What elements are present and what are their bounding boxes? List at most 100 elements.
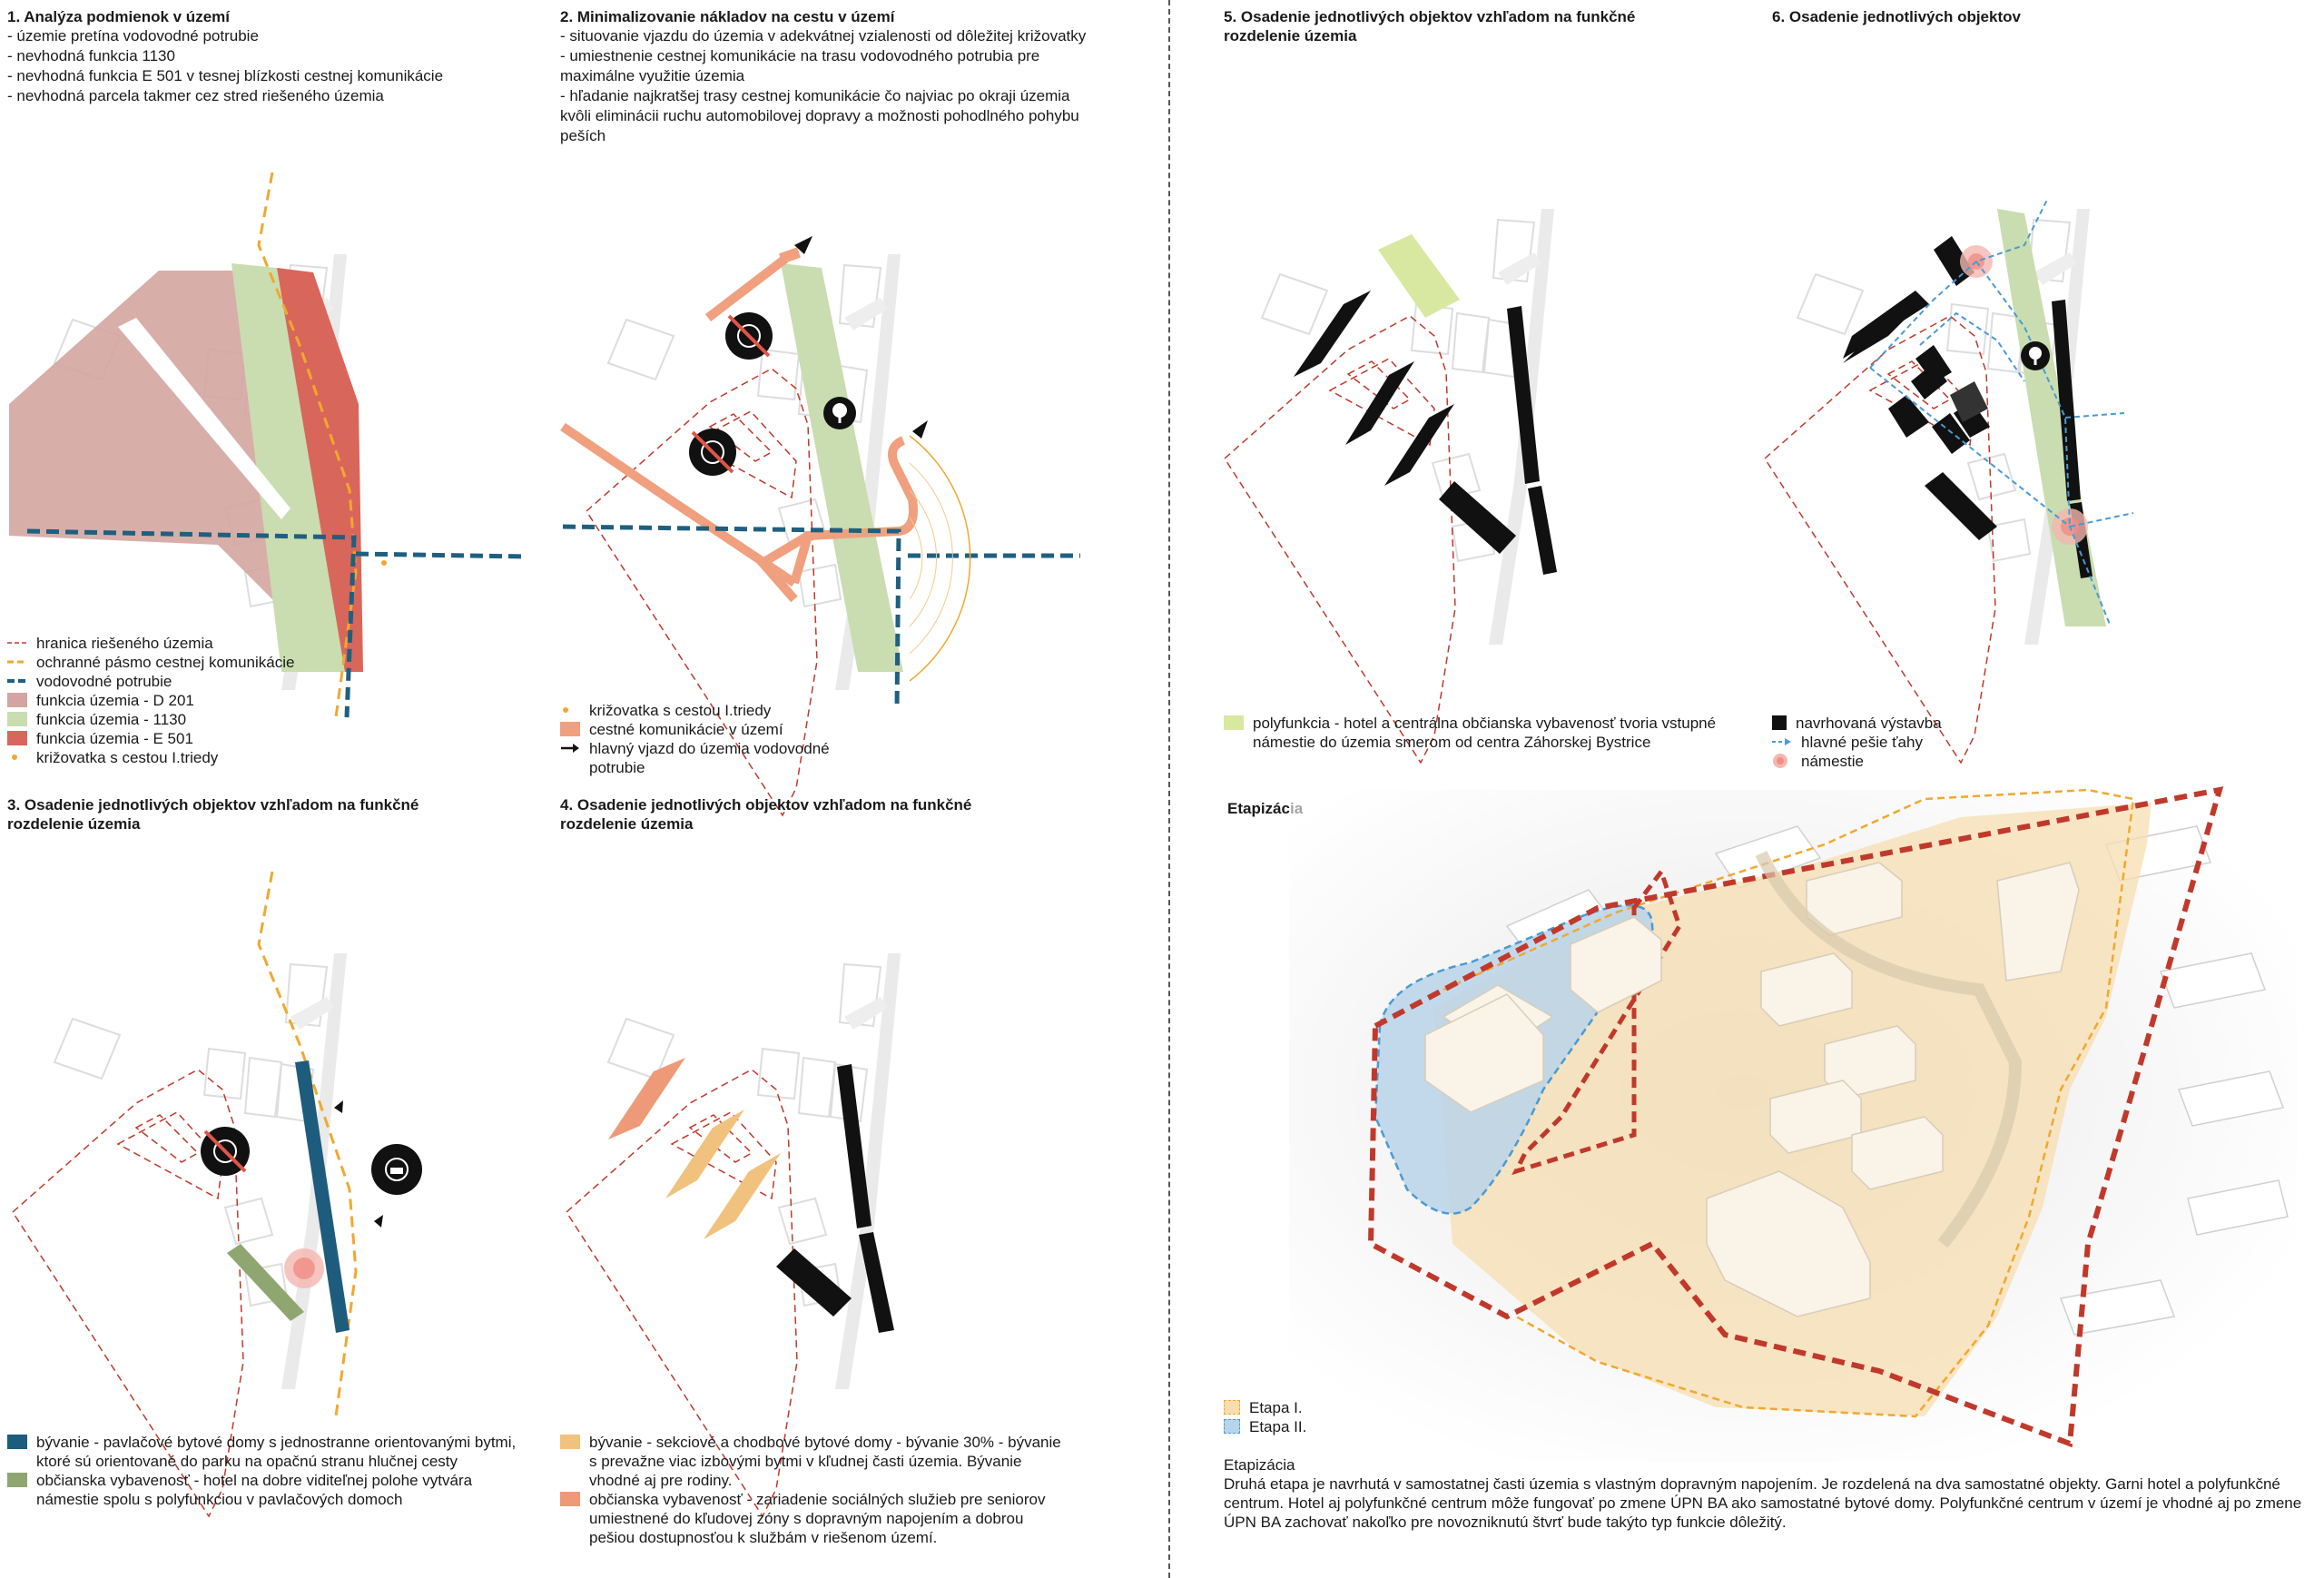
crossroad-distance-arc <box>909 517 923 600</box>
swatch-icon <box>560 722 580 736</box>
section-housing-block <box>704 1153 781 1239</box>
tree-icon <box>2021 341 2050 370</box>
apartment-block <box>776 1248 852 1317</box>
vertical-divider <box>1168 0 1170 1578</box>
apartment-block <box>859 1232 894 1333</box>
panel-2-map <box>560 236 1080 816</box>
site-boundary <box>1367 786 2224 1448</box>
apartment-block <box>1294 291 1371 377</box>
panel-1: 1. Analýza podmienok v území - územie pr… <box>7 7 534 106</box>
panel-2-legend: križovatka s cestou I.triedy cestné komu… <box>560 701 832 777</box>
apartment-block <box>1528 486 1557 575</box>
legend-item-pipe: vodovodné potrubie <box>7 672 334 691</box>
no-traffic-icon <box>725 312 773 360</box>
panel-2-line: - umiestnenie cestnej komunikácie na tra… <box>560 47 1040 84</box>
legend-item-stage-1: Etapa I. <box>1224 1398 1405 1417</box>
water-pipe-east <box>355 551 527 559</box>
no-traffic-icon <box>201 1127 250 1176</box>
gallery-housing-block <box>295 1060 350 1333</box>
legend-item-d201: funkcia územia - D 201 <box>7 691 334 710</box>
legend-item-crossroad: križovatka s cestou I.triedy <box>7 748 334 767</box>
panel-3-title: 3. Osadenie jednotlivých objektov vzhľad… <box>7 796 419 833</box>
legend-item-crossroad: križovatka s cestou I.triedy <box>560 701 832 720</box>
panel-5-map <box>1224 208 1557 764</box>
zone-e501 <box>277 268 363 672</box>
panel-2-line: - hľadanie najkratšej trasy cestnej komu… <box>560 87 1079 144</box>
apartment-block <box>1843 291 1929 359</box>
panel-3: 3. Osadenie jednotlivých objektov vzhľad… <box>7 795 497 833</box>
dashed-arrow-icon <box>1772 738 1791 745</box>
apartment-block <box>1925 472 1997 540</box>
legend-item-roads: cestné komunikácie v území <box>560 720 832 739</box>
entry-arrow-icon <box>794 236 812 254</box>
panel-2: 2. Minimalizovanie nákladov na cestu v ú… <box>560 7 1105 146</box>
internal-road <box>1755 851 2023 1248</box>
dashed-line-icon <box>7 679 27 683</box>
panel-6-legend: navrhovaná výstavba hlavné pešie ťahy ná… <box>1772 714 2099 771</box>
etapizacia-title: Etapizácia <box>1227 800 1304 817</box>
swatch-icon <box>1772 715 1787 730</box>
panel-4: 4. Osadenie jednotlivých objektov vzhľad… <box>560 795 1050 833</box>
panel-3-map <box>12 871 422 1517</box>
no-traffic-icon <box>689 429 736 476</box>
existing-block <box>1950 381 1988 422</box>
pedestrian-routes <box>1869 199 2134 627</box>
swatch-icon <box>7 731 27 745</box>
swatch-icon <box>560 1492 580 1506</box>
apartment-block <box>1932 413 1970 454</box>
road-branch-south <box>755 531 811 603</box>
panel-6-map <box>1764 199 2134 764</box>
apartment-block <box>1888 395 1929 438</box>
arrow-right-icon <box>561 744 579 753</box>
etapizacia-legend: Etapa I. Etapa II. <box>1224 1398 1405 1436</box>
panel-2-title: 2. Minimalizovanie nákladov na cestu v ú… <box>560 8 895 25</box>
panel-1-line: - územie pretína vodovodné potrubie <box>7 27 259 44</box>
etapizacia-text-title: Etapizácia <box>1224 1456 1295 1474</box>
hotel-block <box>227 1244 304 1321</box>
dot-icon <box>563 707 568 713</box>
legend-item-protective: ochranné pásmo cestnej komunikácie <box>7 653 334 672</box>
swatch-icon <box>1224 1419 1240 1434</box>
legend-item-1130: funkcia územia - 1130 <box>7 710 334 729</box>
road-main <box>790 436 918 585</box>
legend-item-stage-2: Etapa II. <box>1224 1417 1405 1436</box>
crossroad-distance-arc <box>909 435 971 682</box>
polyfunction-block <box>1378 234 1460 318</box>
apartment-block <box>1345 361 1414 445</box>
arrow-icon <box>334 1100 343 1113</box>
arrow-icon <box>374 1215 383 1228</box>
apartment-block <box>1507 306 1540 484</box>
legend-item-hotel: občianska vybavenosť - hotel na dobre vi… <box>7 1471 534 1509</box>
square-marker-icon <box>1773 754 1787 768</box>
water-pipe <box>26 528 357 718</box>
panel-1-line: - nevhodná parcela takmer cez stred rieš… <box>7 87 384 104</box>
panel-6-title: 6. Osadenie jednotlivých objektov <box>1772 8 2021 25</box>
swatch-icon <box>7 693 27 707</box>
panel-5: 5. Osadenie jednotlivých objektov vzhľad… <box>1224 7 1678 45</box>
panel-1-title: 1. Analýza podmienok v území <box>7 8 230 25</box>
legend-item-built: navrhovaná výstavba <box>1772 714 2099 733</box>
swatch-icon <box>560 1435 580 1449</box>
stage-divider-boundary <box>1512 866 1682 1176</box>
legend-item-e501: funkcia územia - E 501 <box>7 729 334 748</box>
protective-zone-line <box>257 871 358 1417</box>
dashed-line-icon <box>7 660 27 664</box>
section-housing-block <box>665 1110 744 1198</box>
panel-1-line: - nevhodná funkcia 1130 <box>7 47 175 64</box>
panel-1-description: - územie pretína vodovodné potrubie - ne… <box>7 26 534 106</box>
apartment-block <box>837 1064 872 1228</box>
panel-5-legend: polyfunkcia - hotel a centrálna občiansk… <box>1224 714 1732 752</box>
crossroad-dot <box>381 560 387 566</box>
etapizacia-text-body: Druhá etapa je navrhutá v samostatnej ča… <box>1224 1475 2302 1531</box>
legend-item-seniors: občianska vybavenosť - zariadenie sociál… <box>560 1490 1068 1547</box>
swatch-icon <box>7 1473 27 1487</box>
panel-2-line: - situovanie vjazdu do územia v adekvátn… <box>560 27 1087 44</box>
seniors-block <box>608 1058 685 1139</box>
swatch-icon <box>1224 1400 1240 1415</box>
tree-icon <box>823 397 856 429</box>
legend-item-pedestrian: hlavné pešie ťahy <box>1772 733 2099 752</box>
panel-2-description: - situovanie vjazdu do územia v adekvátn… <box>560 26 1105 146</box>
apartment-block <box>1934 236 1974 286</box>
panel-6: 6. Osadenie jednotlivých objektov <box>1772 7 2226 26</box>
proposed-buildings <box>1424 862 2080 1317</box>
